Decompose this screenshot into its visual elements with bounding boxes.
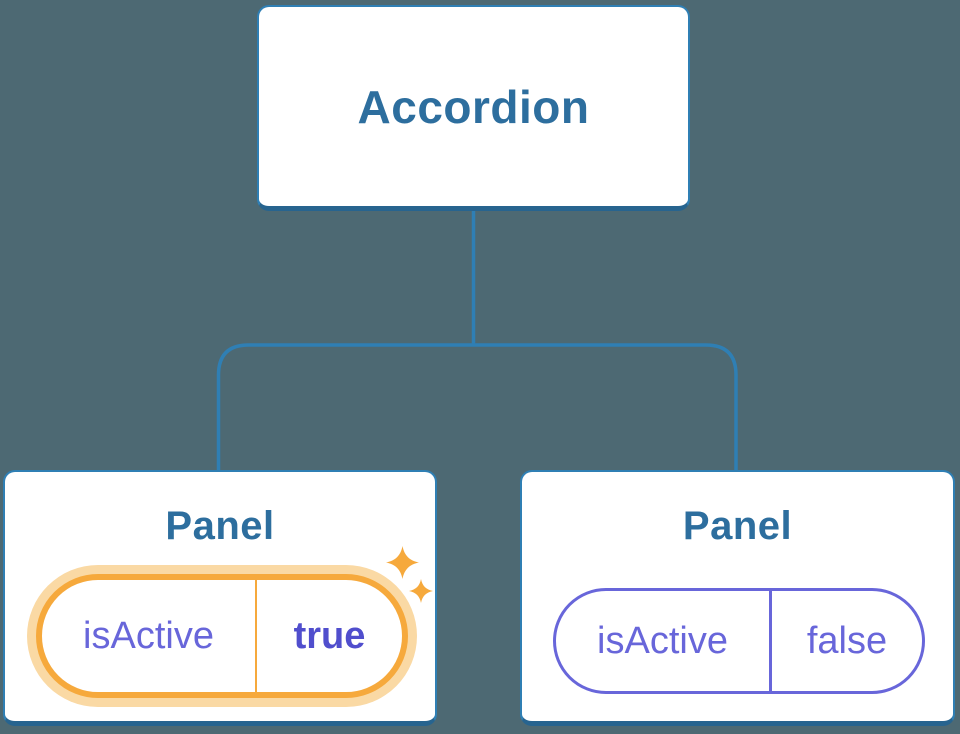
panel-active-label: Panel — [165, 504, 275, 548]
connector-branches — [216, 343, 738, 471]
state-pill-active: isActive true — [36, 574, 408, 698]
panel-active-component-box: Panel isActive true — [3, 470, 437, 726]
accordion-label: Accordion — [357, 80, 590, 133]
accordion-component-box: Accordion — [257, 5, 690, 211]
panel-inactive-component-box: Panel isActive false — [520, 470, 955, 726]
state-value-active: true — [293, 614, 366, 657]
state-name-active: isActive — [42, 580, 257, 692]
state-name-inactive: isActive — [556, 591, 772, 691]
state-pill-inactive: isActive false — [553, 588, 925, 694]
panel-inactive-label: Panel — [682, 504, 793, 548]
sparkles-icon — [386, 546, 419, 579]
state-value-inactive: false — [806, 619, 888, 662]
sparkles-icon — [409, 579, 433, 603]
